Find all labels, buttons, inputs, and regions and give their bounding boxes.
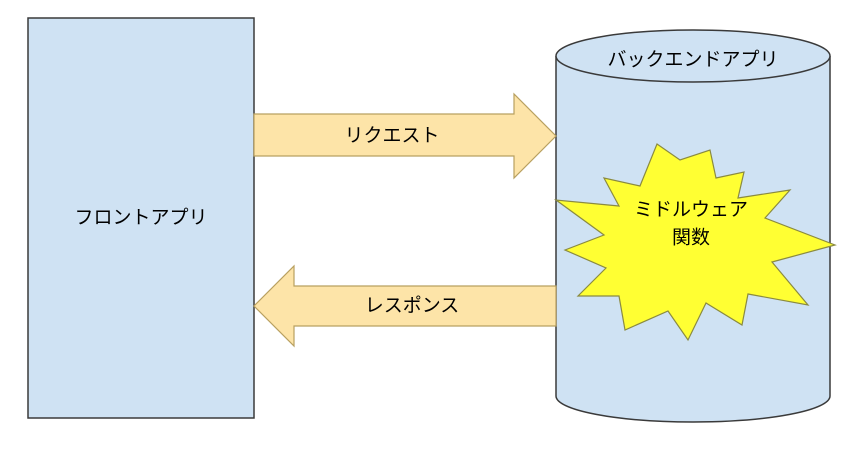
response-arrow-label: レスポンス <box>365 295 460 317</box>
middleware-node: ミドルウェア 関数 <box>553 143 837 342</box>
frontend-app-label: フロントアプリ <box>74 207 207 229</box>
backend-app-label: バックエンドアプリ <box>607 49 778 71</box>
middleware-burst-shape <box>553 143 837 342</box>
frontend-app-node: フロントアプリ <box>27 17 255 419</box>
response-arrow-shape <box>253 264 557 348</box>
request-arrow-label: リクエスト <box>344 125 439 147</box>
middleware-label-line1: ミドルウェア <box>634 199 748 221</box>
frontend-app-box <box>27 17 255 419</box>
backend-cylinder-top <box>555 29 831 83</box>
request-arrow: リクエスト <box>253 92 557 180</box>
response-arrow: レスポンス <box>253 264 557 348</box>
middleware-label-line2: 関数 <box>672 227 710 249</box>
request-arrow-shape <box>253 92 557 180</box>
